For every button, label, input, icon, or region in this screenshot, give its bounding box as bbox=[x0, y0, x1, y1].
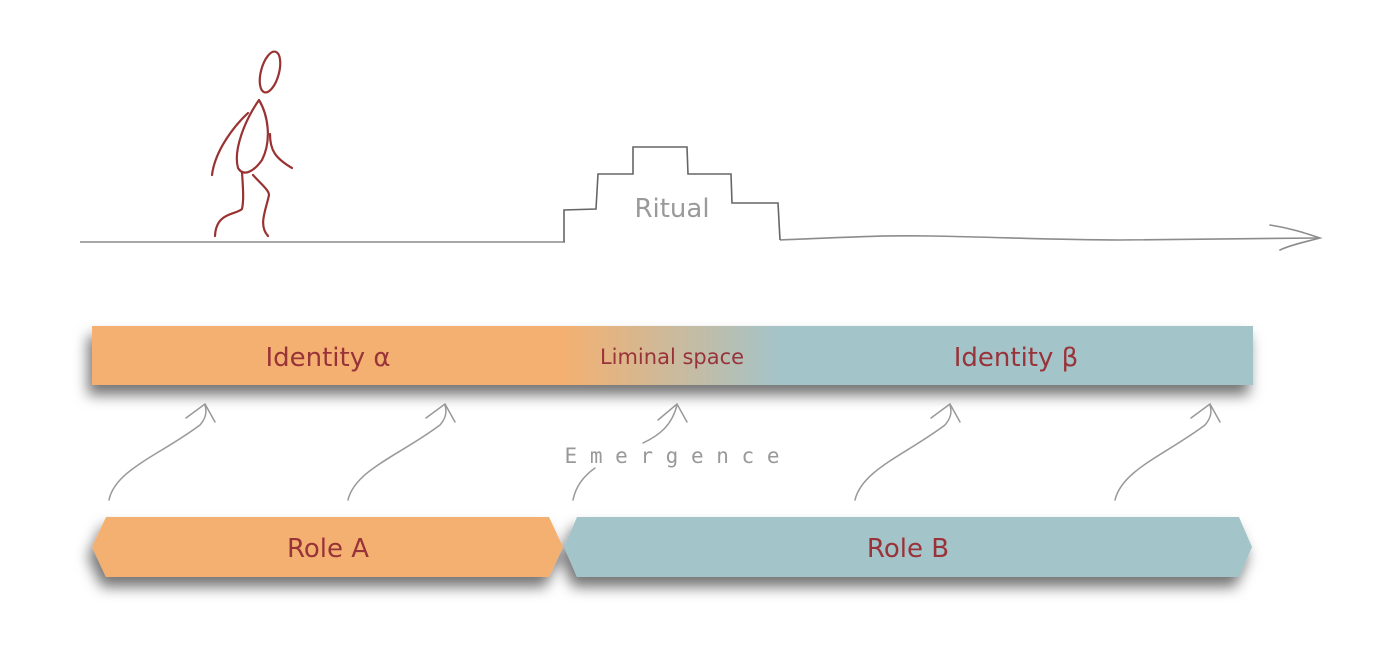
identity-beta-bar bbox=[779, 326, 1253, 385]
emergence-arrows bbox=[108, 402, 1221, 501]
ritual-pyramid-icon bbox=[563, 146, 781, 242]
figure-front-leg bbox=[251, 173, 271, 238]
role-b-bar bbox=[564, 517, 1252, 577]
role-a-label: Role A bbox=[287, 534, 369, 564]
identity-alpha-label: Identity α bbox=[265, 343, 390, 373]
liminal-space-bar bbox=[563, 326, 783, 385]
role-b-label: Role B bbox=[867, 534, 949, 564]
figure-body bbox=[235, 98, 269, 174]
role-row bbox=[92, 517, 1252, 577]
liminal-space-label: Liminal space bbox=[600, 345, 744, 369]
emergence-arrow-icon bbox=[347, 402, 456, 501]
identity-alpha-bar bbox=[92, 326, 567, 385]
timeline-arrowhead-icon bbox=[1269, 224, 1323, 251]
figure-front-arm bbox=[268, 132, 294, 170]
figure-back-leg bbox=[213, 170, 245, 238]
figure-back-arm bbox=[210, 111, 250, 177]
emergence-arrow-icon bbox=[854, 402, 961, 501]
emergence-label: E m e r g e n c e bbox=[565, 444, 780, 468]
emergence-arrow-icon bbox=[108, 402, 216, 501]
identity-beta-label: Identity β bbox=[954, 343, 1079, 373]
role-a-bar bbox=[92, 517, 563, 577]
walking-person-icon bbox=[210, 50, 294, 238]
emergence-arrow-icon bbox=[1114, 402, 1221, 501]
ritual-label: Ritual bbox=[634, 194, 709, 224]
identity-row bbox=[92, 326, 1253, 385]
timeline-line bbox=[80, 235, 1319, 243]
emergence-arrow-icon bbox=[572, 402, 688, 501]
figure-head bbox=[258, 50, 282, 94]
